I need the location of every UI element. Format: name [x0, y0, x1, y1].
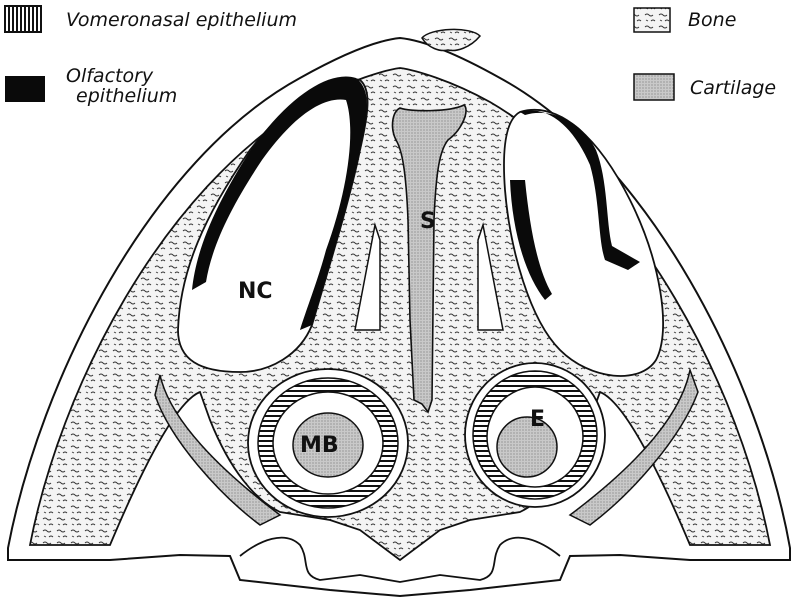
e-label: E [530, 407, 545, 432]
nasal-bone-top [422, 29, 480, 50]
nasal-cavity-label: NC [238, 279, 273, 304]
legend-bone-label: Bone [688, 9, 736, 31]
legend-olfactory-label-line1: Olfactory [66, 65, 154, 87]
legend-olfactory-label-line2: epithelium [76, 85, 177, 107]
bone-swatch [634, 8, 670, 32]
main-body-label: MB [300, 433, 339, 458]
legend-cartilage-label: Cartilage [690, 77, 776, 99]
cartilage-swatch [634, 74, 674, 100]
septum-label: S [420, 209, 436, 234]
right-vomeronasal-organ [465, 363, 605, 507]
legend-vomeronasal-label: Vomeronasal epithelium [66, 9, 297, 31]
olfactory-swatch [5, 76, 45, 102]
vomeronasal-swatch [5, 6, 41, 32]
